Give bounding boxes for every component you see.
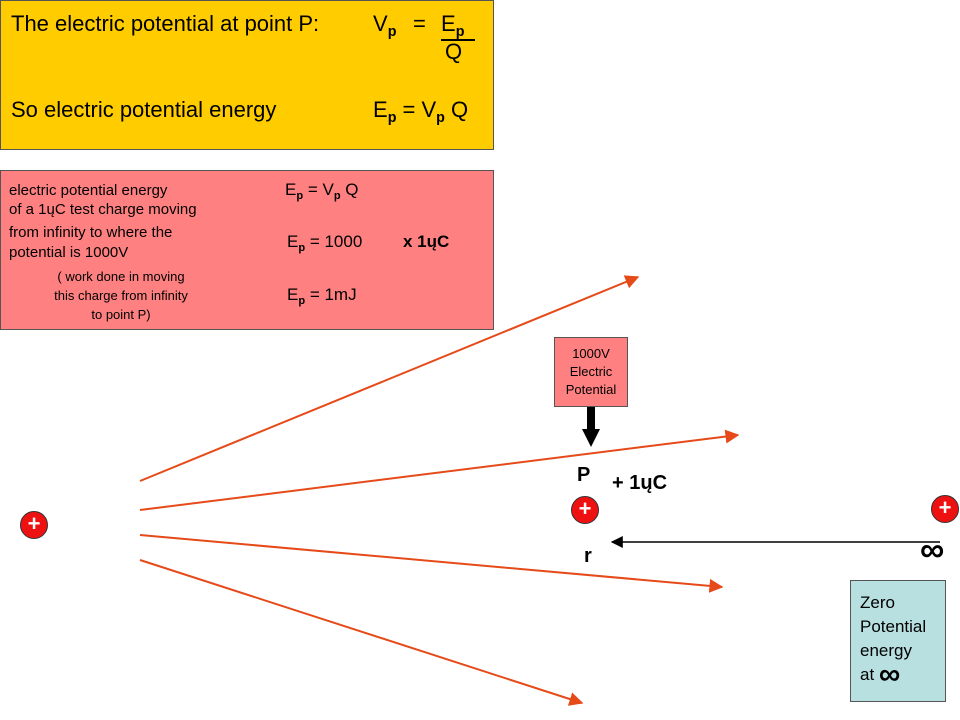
field-line-4 <box>139 559 584 706</box>
zero-infinity-symbol: ∞ <box>878 658 901 691</box>
potential-line-3: Potential <box>565 382 617 397</box>
desc-line-1: electric potential energy <box>9 182 168 199</box>
energy-label: So electric potential energy <box>11 97 277 122</box>
field-line-2 <box>139 429 740 511</box>
equals-sign: = <box>413 11 426 36</box>
fraction-bar <box>441 39 475 41</box>
test-charge-label: + 1ųC <box>612 472 668 494</box>
zero-energy-box: Zero Potential energy at ∞ <box>850 580 946 702</box>
note-line-3: to point P) <box>91 307 151 322</box>
note-line-1: ( work done in moving <box>57 269 185 284</box>
desc-line-4: potential is 1000V <box>9 244 129 261</box>
field-line-3 <box>139 534 724 593</box>
desc-line-2: of a 1ųC test charge moving <box>9 201 197 218</box>
fraction-denominator: Q <box>445 39 463 64</box>
infinity-label: ∞ <box>920 531 945 569</box>
note-line-2: this charge from infinity <box>54 288 188 303</box>
zero-line-1: Zero <box>860 593 895 612</box>
zero-line-3: energy <box>860 641 912 660</box>
zero-line-4: at ∞ <box>860 658 901 691</box>
field-line-1 <box>139 275 640 482</box>
potential-line-2: Electric <box>569 364 613 379</box>
energy-example-box: electric potential energy of a 1ųC test … <box>0 170 494 330</box>
example-equation-3: Ep = 1mJ <box>287 285 357 307</box>
definition-label: The electric potential at point P: <box>11 11 320 36</box>
example-times-charge: x 1ųC <box>403 232 450 251</box>
vp-symbol: Vp <box>373 11 397 40</box>
source-charge: + <box>20 511 48 539</box>
point-p-label: P <box>577 464 591 486</box>
ep-numerator: Ep <box>441 11 465 40</box>
down-arrow-icon <box>582 407 600 447</box>
test-charge-at-p: + <box>571 496 599 524</box>
potential-value-box: 1000V Electric Potential <box>554 337 628 407</box>
potential-definition-box: The electric potential at point P: Vp = … <box>0 0 494 150</box>
desc-line-3: from infinity to where the <box>9 224 173 241</box>
distance-r-label: r <box>584 545 592 567</box>
example-equation-2: Ep = 1000 <box>287 232 363 254</box>
example-equation-1: Ep = Vp Q <box>285 180 359 202</box>
test-charge-at-infinity: + <box>931 495 959 523</box>
potential-line-1: 1000V <box>572 346 610 361</box>
energy-equation: Ep = Vp Q <box>373 97 469 126</box>
zero-line-2: Potential <box>860 617 927 636</box>
